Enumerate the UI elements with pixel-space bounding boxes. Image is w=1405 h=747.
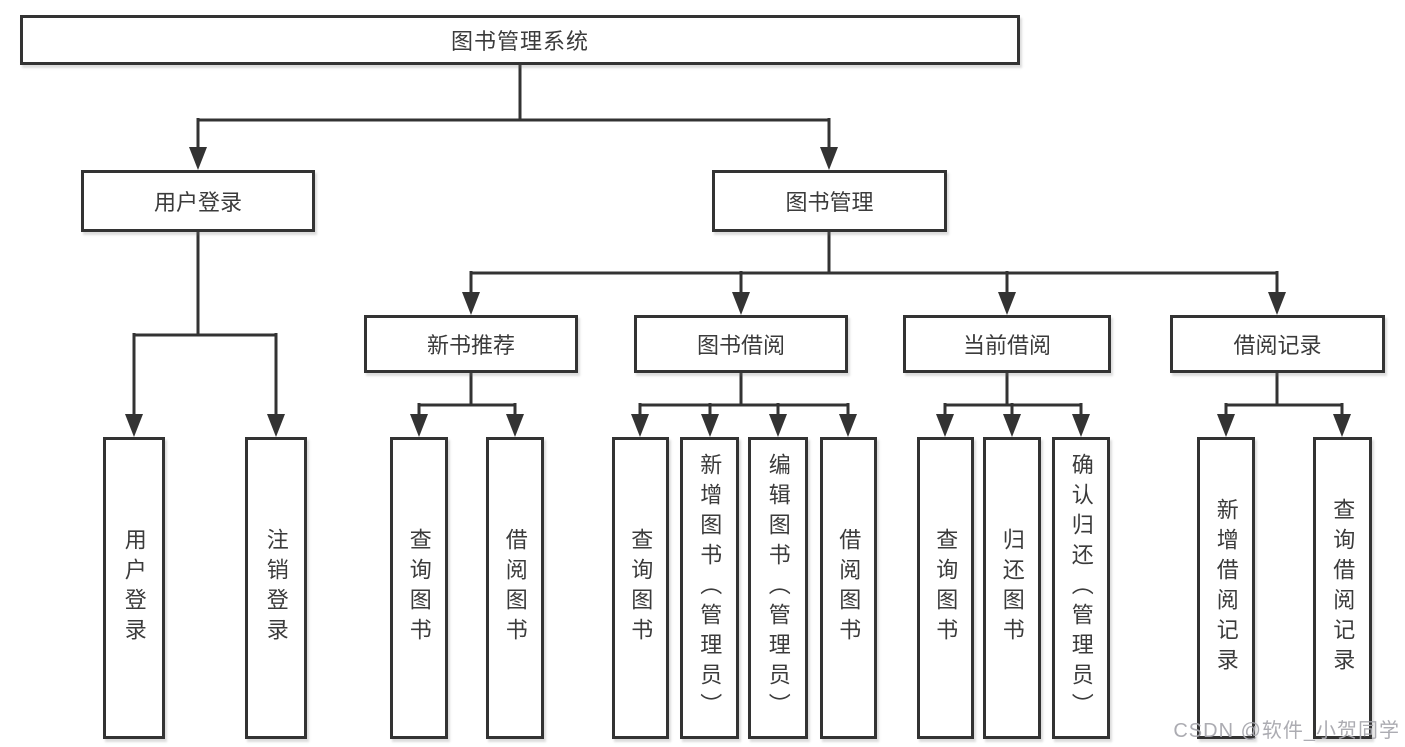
leaf-confirm-return-admin-label: 确认归还（管理员） <box>1068 453 1094 723</box>
node-user-login-label: 用户登录 <box>153 190 242 215</box>
leaf-recommend-borrow-books-label: 借阅图书 <box>502 528 528 648</box>
leaf-return-books-label: 归还图书 <box>999 528 1025 648</box>
leaf-add-book-admin-label: 新增图书（管理员） <box>697 453 723 723</box>
leaf-borrow-query-books-label: 查询图书 <box>628 528 654 648</box>
leaf-recommend-query-books: 查询图书 <box>390 437 448 739</box>
leaf-query-borrow-record-label: 查询借阅记录 <box>1330 498 1356 678</box>
leaf-logout-label: 注销登录 <box>263 528 289 648</box>
leaf-query-borrow-record: 查询借阅记录 <box>1313 437 1372 739</box>
leaf-recommend-borrow-books: 借阅图书 <box>486 437 544 739</box>
leaf-return-books: 归还图书 <box>983 437 1041 739</box>
leaf-logout: 注销登录 <box>245 437 307 739</box>
node-current-borrow-label: 当前借阅 <box>962 333 1051 358</box>
leaf-add-borrow-record: 新增借阅记录 <box>1197 437 1255 739</box>
leaf-current-query-books-label: 查询图书 <box>933 528 959 648</box>
arrowheads <box>125 147 1351 437</box>
node-new-book-recommend: 新书推荐 <box>364 315 578 373</box>
node-root: 图书管理系统 <box>20 15 1020 65</box>
node-book-management-label: 图书管理 <box>785 190 874 215</box>
leaf-current-query-books: 查询图书 <box>917 437 974 739</box>
node-user-login: 用户登录 <box>81 170 315 232</box>
node-borrow-records-label: 借阅记录 <box>1233 333 1322 358</box>
leaf-add-borrow-record-label: 新增借阅记录 <box>1213 498 1239 678</box>
leaf-recommend-query-books-label: 查询图书 <box>406 528 432 648</box>
leaf-confirm-return-admin: 确认归还（管理员） <box>1052 437 1110 739</box>
node-new-book-recommend-label: 新书推荐 <box>426 333 515 358</box>
leaf-borrow-query-books: 查询图书 <box>612 437 669 739</box>
node-current-borrow: 当前借阅 <box>903 315 1111 373</box>
leaf-borrow-books-label: 借阅图书 <box>836 528 862 648</box>
node-book-management: 图书管理 <box>712 170 947 232</box>
leaf-edit-book-admin: 编辑图书（管理员） <box>748 437 808 739</box>
node-book-borrow: 图书借阅 <box>634 315 848 373</box>
node-borrow-records: 借阅记录 <box>1170 315 1385 373</box>
leaf-user-login: 用户登录 <box>103 437 165 739</box>
leaf-borrow-books: 借阅图书 <box>820 437 877 739</box>
node-root-label: 图书管理系统 <box>450 29 589 54</box>
leaf-add-book-admin: 新增图书（管理员） <box>680 437 739 739</box>
leaf-user-login-label: 用户登录 <box>121 528 147 648</box>
node-book-borrow-label: 图书借阅 <box>696 333 785 358</box>
leaf-edit-book-admin-label: 编辑图书（管理员） <box>765 453 791 723</box>
watermark: CSDN @软件_小贺同学 <box>1173 720 1400 742</box>
